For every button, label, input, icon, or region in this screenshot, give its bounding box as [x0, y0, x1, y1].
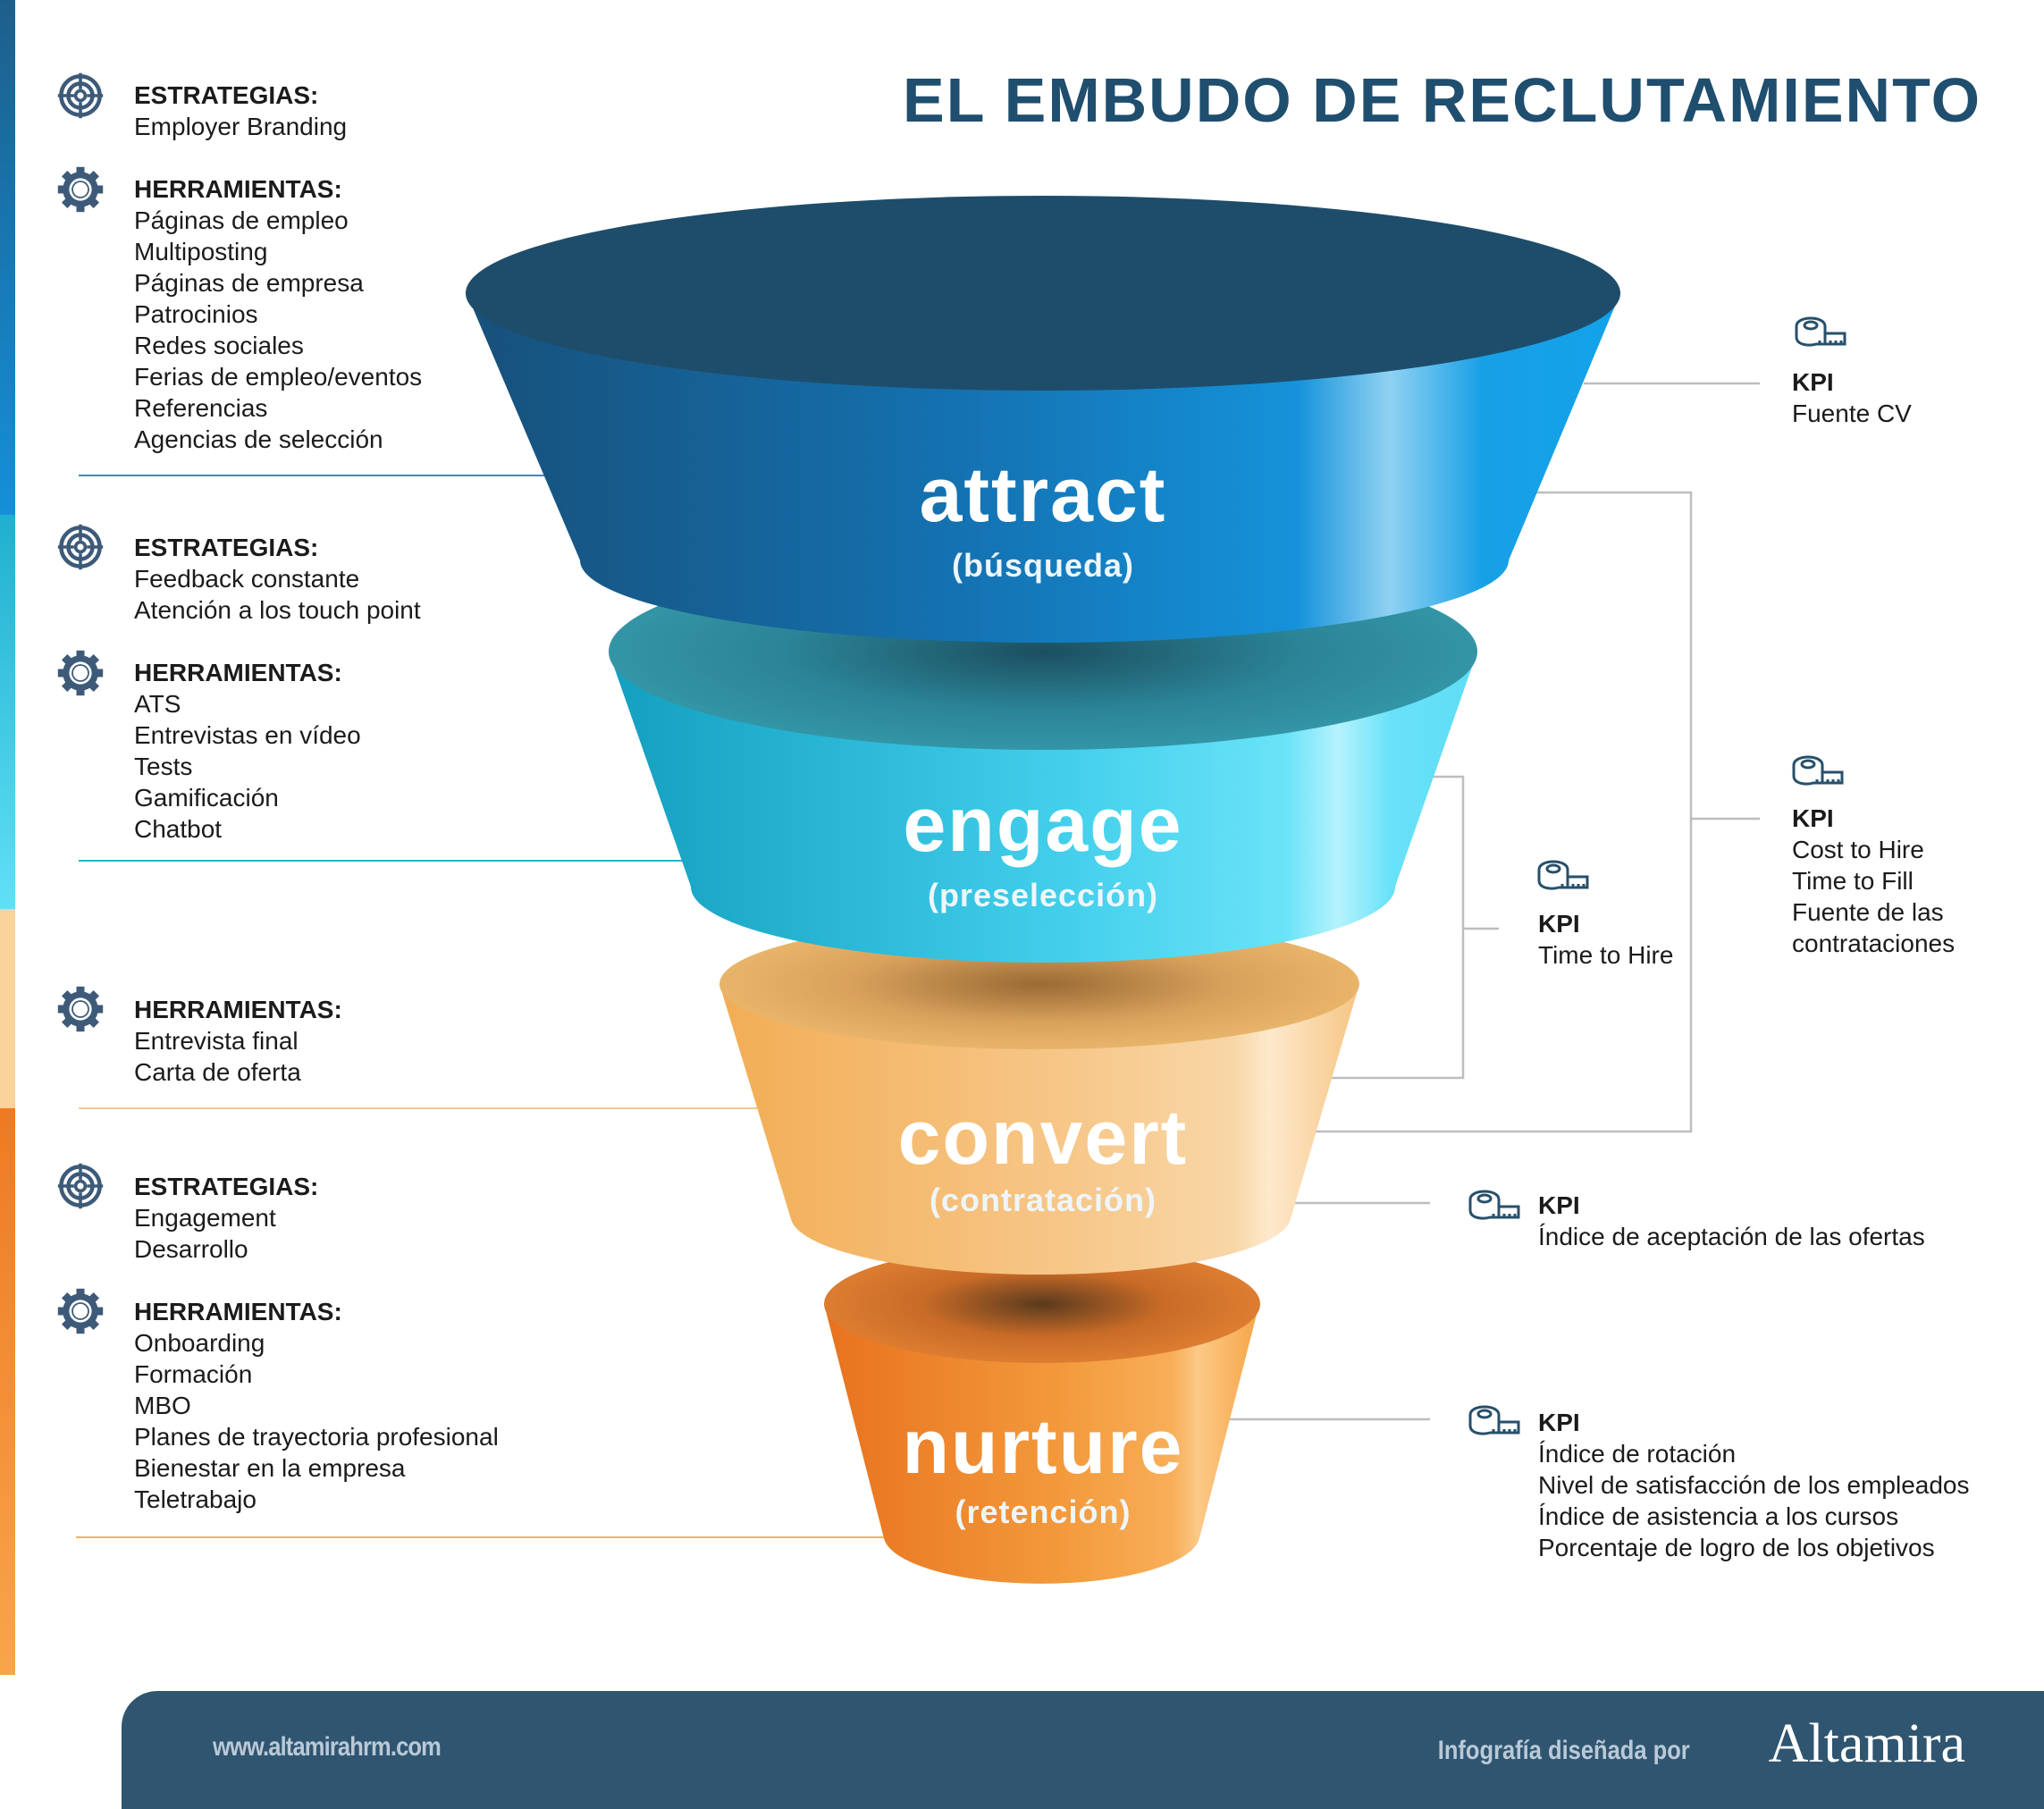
measuring-tape-icon — [1793, 313, 1846, 350]
kpi-item: Fuente CV — [1792, 400, 1912, 427]
footer-bar: www.altamirahrm.com Infografía diseñada … — [122, 1691, 2044, 1809]
engage-tools: HERRAMIENTAS: ATS Entrevistas en vídeo T… — [134, 657, 361, 845]
strategies-heading: ESTRATEGIAS: — [134, 534, 319, 561]
measuring-tape-icon — [1467, 1186, 1520, 1224]
stage-title-convert: convert — [897, 1095, 1189, 1181]
tools-heading: HERRAMIENTAS: — [134, 996, 342, 1023]
tool-item: Multiposting — [134, 238, 268, 265]
kpi-item: Cost to Hire — [1792, 836, 1924, 863]
tool-item: Ferias de empleo/eventos — [134, 363, 423, 391]
tool-item: Páginas de empleo — [134, 206, 349, 234]
measuring-tape-icon — [1790, 752, 1844, 789]
strategy-item: Desarrollo — [134, 1235, 248, 1263]
attract-tools: HERRAMIENTAS: Páginas de empleo Multipos… — [134, 173, 422, 455]
stripe-engage — [0, 515, 15, 909]
stripe-convert — [0, 909, 15, 1108]
kpi-heading: KPI — [1538, 1191, 1580, 1219]
tool-item: Onboarding — [134, 1329, 265, 1357]
strategies-heading: ESTRATEGIAS: — [134, 1173, 319, 1200]
kpi-convert: KPI Índice de aceptación de las ofertas — [1538, 1190, 1925, 1252]
strategy-item: Atención a los touch point — [134, 596, 421, 624]
website-link[interactable]: www.altamirahrm.com — [213, 1732, 442, 1762]
funnel-stage-attract — [466, 196, 1620, 644]
tool-item: Redes sociales — [134, 332, 304, 359]
tool-item: Patrocinios — [134, 300, 258, 328]
kpi-item: Porcentaje de logro de los objetivos — [1538, 1534, 1935, 1561]
kpi-item: Índice de rotación — [1538, 1440, 1737, 1468]
funnel-stage-nurture — [824, 1245, 1260, 1584]
kpi-heading: KPI — [1792, 368, 1834, 396]
kpi-item: Time to Hire — [1538, 941, 1674, 969]
tool-item: Tests — [134, 753, 193, 780]
credit-text: Infografía diseñada por — [1438, 1736, 1690, 1765]
tool-item: Planes de trayectoria profesional — [134, 1423, 499, 1451]
kpi-nurture: KPI Índice de rotación Nivel de satisfac… — [1538, 1407, 1969, 1563]
tool-item: MBO — [134, 1392, 191, 1419]
stage-subtitle-attract: (búsqueda) — [952, 547, 1134, 584]
stage-title-attract: attract — [919, 452, 1167, 538]
tool-item: ATS — [134, 690, 181, 718]
stage-subtitle-convert: (contratación) — [929, 1182, 1157, 1218]
tool-item: Bienestar en la empresa — [134, 1454, 406, 1482]
tool-item: Entrevista final — [134, 1027, 299, 1055]
tool-item: Entrevistas en vídeo — [134, 721, 361, 749]
measuring-tape-icon — [1535, 856, 1589, 894]
tool-item: Carta de oferta — [134, 1058, 301, 1086]
kpi-item: Nivel de satisfacción de los empleados — [1538, 1471, 1970, 1499]
kpi-heading: KPI — [1538, 910, 1580, 938]
stripe-nurture — [0, 1108, 15, 1675]
connector-lines — [1225, 382, 1760, 1421]
divider-engage — [79, 860, 704, 862]
stage-subtitle-engage: (preselección) — [927, 877, 1159, 913]
attract-strategies: ESTRATEGIAS: Employer Branding — [134, 80, 347, 142]
stage-title-engage: engage — [903, 782, 1183, 868]
convert-tools: HERRAMIENTAS: Entrevista final Carta de … — [134, 994, 342, 1088]
stage-title-nurture: nurture — [902, 1404, 1184, 1490]
kpi-item: contrataciones — [1792, 930, 1956, 957]
kpi-attract: KPI Fuente CV — [1792, 366, 1912, 429]
tool-item: Teletrabajo — [134, 1485, 257, 1513]
kpi-heading: KPI — [1538, 1409, 1580, 1436]
engage-strategies: ESTRATEGIAS: Feedback constante Atención… — [134, 532, 421, 626]
kpi-item: Time to Fill — [1792, 867, 1914, 895]
tool-item: Páginas de empresa — [134, 269, 364, 297]
nurture-strategies: ESTRATEGIAS: Engagement Desarrollo — [134, 1171, 318, 1265]
page-title: EL EMBUDO DE RECLUTAMIENTO — [903, 65, 1982, 135]
tool-item: Agencias de selección — [134, 425, 383, 453]
stripe-attract — [0, 0, 15, 515]
tools-heading: HERRAMIENTAS: — [134, 1298, 342, 1325]
tool-item: Formación — [134, 1360, 253, 1388]
strategy-item: Feedback constante — [134, 565, 360, 593]
altamira-logo: Altamira — [1768, 1713, 1965, 1774]
tools-heading: HERRAMIENTAS: — [134, 175, 342, 203]
kpi-heading: KPI — [1792, 804, 1834, 832]
divider-nurture — [76, 1536, 898, 1538]
divider-convert — [79, 1107, 776, 1109]
kpi-item: Fuente de las — [1792, 898, 1944, 926]
strategies-heading: ESTRATEGIAS: — [134, 81, 319, 109]
tools-heading: HERRAMIENTAS: — [134, 659, 342, 686]
stage-subtitle-nurture: (retención) — [955, 1493, 1131, 1530]
divider-attract — [79, 475, 561, 476]
strategy-item: Employer Branding — [134, 113, 348, 140]
kpi-attract-convert: KPI Cost to Hire Time to Fill Fuente de … — [1792, 803, 1955, 959]
measuring-tape-icon — [1467, 1401, 1520, 1439]
tool-item: Referencias — [134, 394, 268, 422]
kpi-engage-convert: KPI Time to Hire — [1538, 908, 1673, 971]
nurture-tools: HERRAMIENTAS: Onboarding Formación MBO P… — [134, 1296, 499, 1515]
strategy-item: Engagement — [134, 1204, 276, 1232]
tool-item: Chatbot — [134, 815, 223, 843]
tool-item: Gamificación — [134, 784, 279, 812]
kpi-item: Índice de asistencia a los cursos — [1538, 1502, 1899, 1530]
kpi-item: Índice de aceptación de las ofertas — [1538, 1223, 1925, 1250]
